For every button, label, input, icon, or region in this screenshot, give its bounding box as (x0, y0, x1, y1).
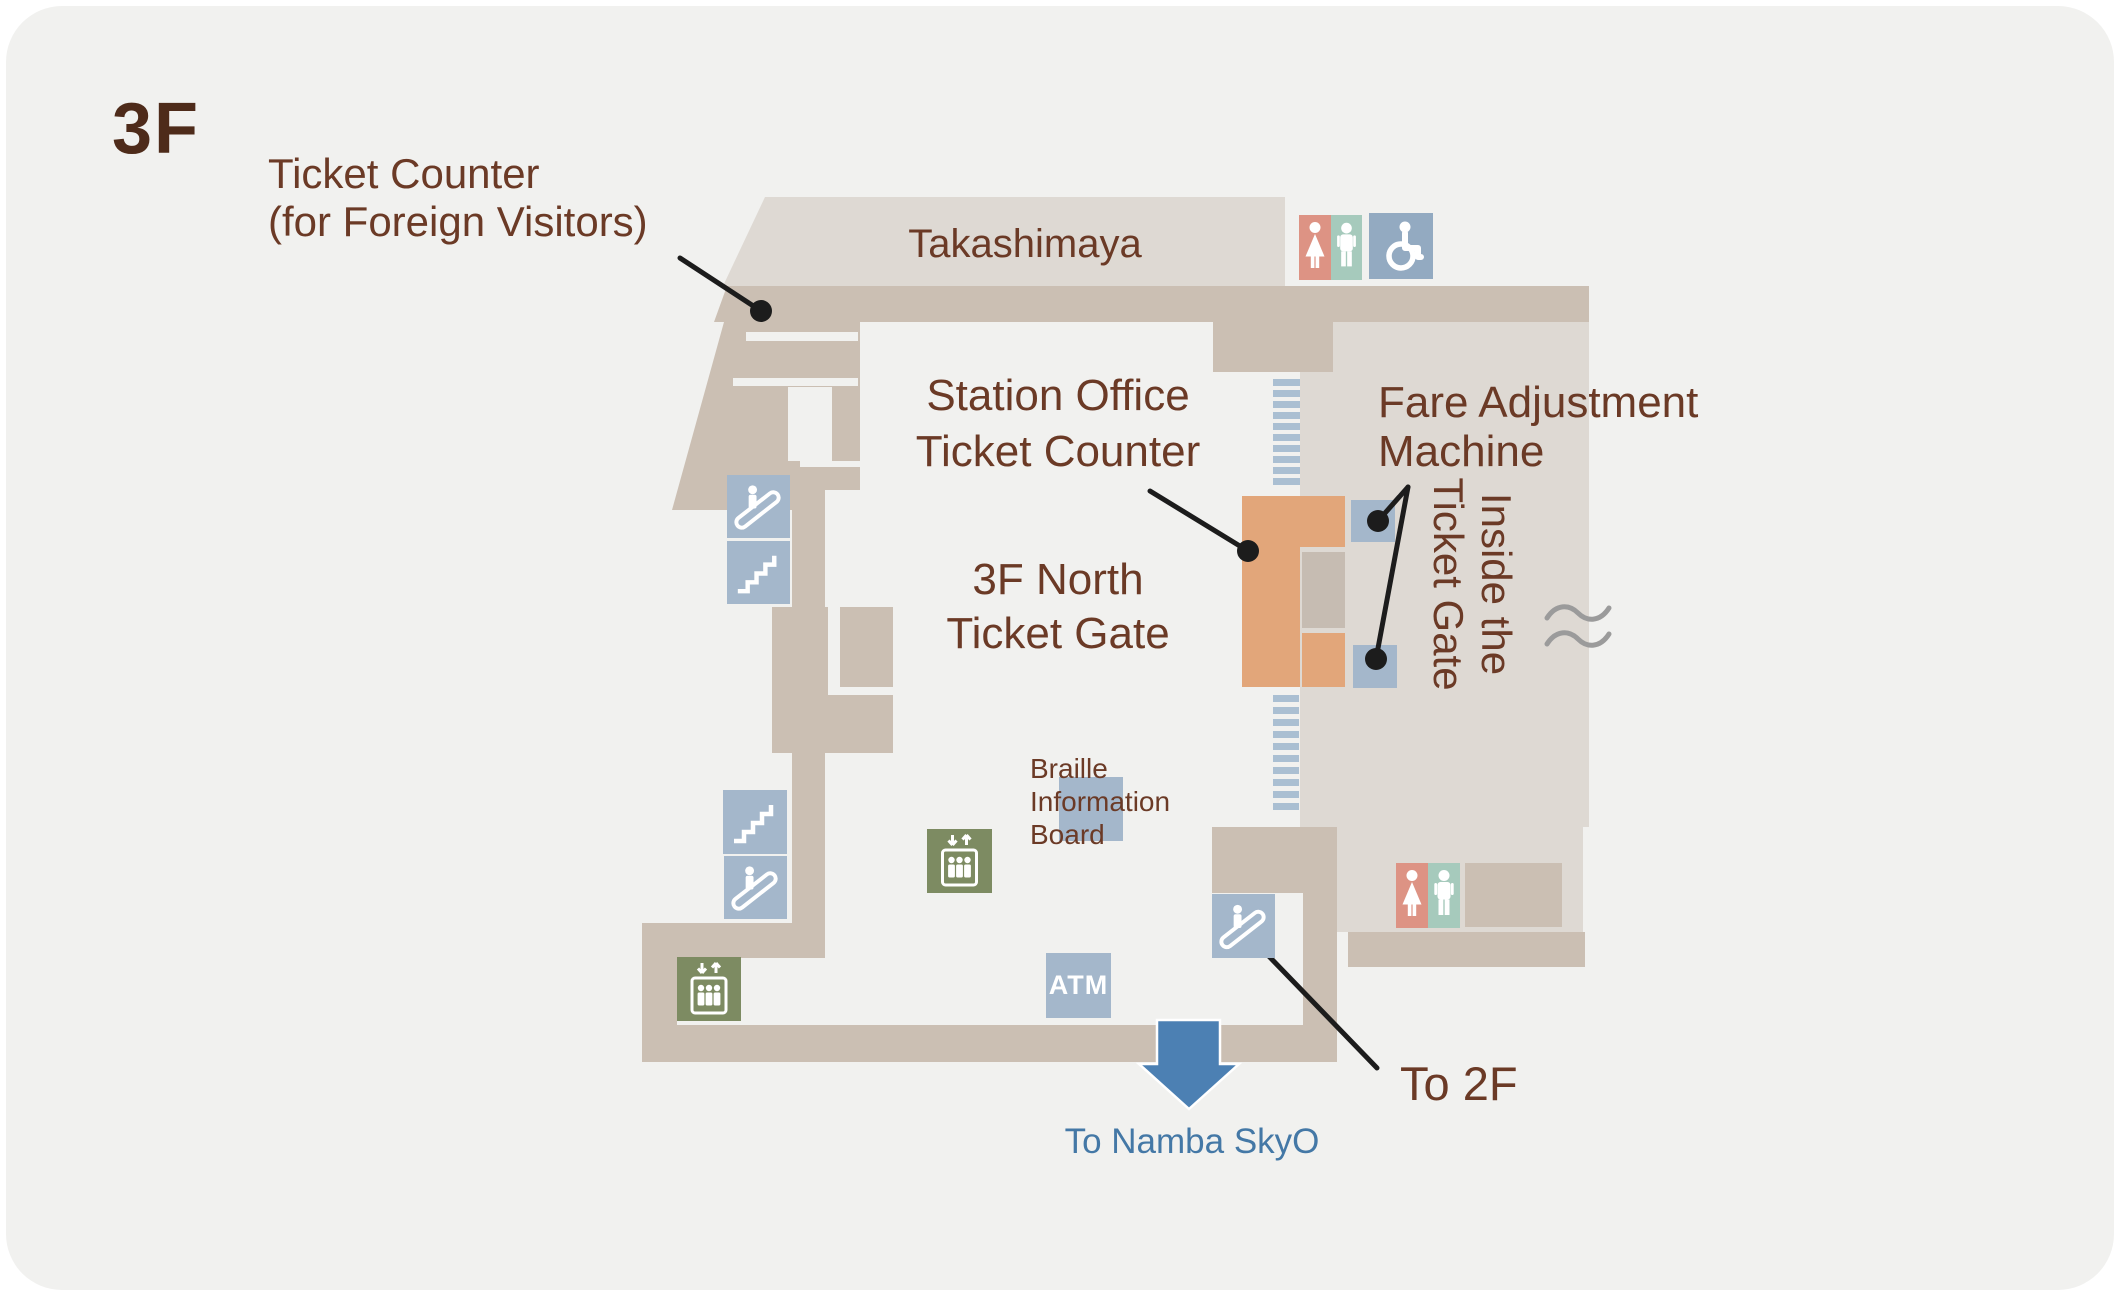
wall-slot-3 (800, 461, 860, 467)
wall-exit-block (1212, 827, 1337, 893)
fare-adjustment-line1: Fare Adjustment (1378, 378, 1699, 427)
wall-gate-tab (1213, 322, 1333, 372)
down-arrow-icon (1135, 1018, 1243, 1111)
wall-block-b (840, 607, 893, 687)
station-office-counter (1302, 552, 1345, 628)
wheelchair-icon (1369, 213, 1433, 279)
callout-to-2f (1256, 943, 1380, 1071)
man-icon (1331, 215, 1362, 280)
fare-adjustment-line2: Machine (1378, 427, 1545, 476)
to-2f-label: To 2F (1400, 1057, 1518, 1110)
takashimaya-area (723, 197, 1285, 286)
braille-line1: Braille (1030, 753, 1108, 784)
inside-gate-line2: Ticket Gate (1425, 477, 1472, 691)
callout-foreign-counter (677, 255, 764, 314)
stairs-icon (727, 541, 790, 604)
braille-board-square (1059, 777, 1123, 841)
braille-line3: Board (1030, 819, 1105, 850)
wall-block-a (772, 607, 828, 753)
wall-block-c (825, 695, 893, 753)
foreign-counter-line1: Ticket Counter (268, 150, 540, 197)
woman-icon (1396, 863, 1428, 928)
station-office-line2: Ticket Counter (915, 427, 1201, 476)
braille-board-label: Braille Information Board (1030, 752, 1170, 851)
woman-icon (1299, 215, 1331, 280)
map-break-squiggle (1544, 604, 1612, 648)
elevator-icon (677, 957, 741, 1021)
man-icon (1428, 863, 1460, 928)
to-namba-skyo-label: To Namba SkyO (1064, 1122, 1320, 1161)
north-gate-label: 3F North Ticket Gate (858, 553, 1258, 661)
callout-station-office (1147, 488, 1251, 554)
station-office-lower (1302, 633, 1345, 687)
station-office-line1: Station Office (926, 371, 1190, 420)
ticket-gate-lanes-lower (1273, 695, 1299, 810)
braille-line2: Information (1030, 786, 1171, 817)
foreign-counter-line2: (for Foreign Visitors) (268, 198, 648, 245)
floor-title: 3F (112, 89, 201, 169)
wall-top-band (714, 286, 1589, 322)
north-gate-line2: Ticket Gate (946, 609, 1170, 658)
takashimaya-label: Takashimaya (908, 222, 1142, 266)
foreign-counter-label: Ticket Counter (for Foreign Visitors) (268, 150, 648, 246)
elevator-icon (927, 829, 992, 893)
callout-fare-machine-2 (1373, 484, 1411, 662)
foreign-counter-slot (746, 332, 858, 341)
wall-exit-column (1303, 893, 1337, 1062)
atm-sign: ATM (1046, 953, 1111, 1018)
inside-gate-area (1300, 322, 1589, 827)
inside-gate-label: Inside the Ticket Gate (1424, 472, 1520, 696)
ticket-gate-lanes-upper (1273, 379, 1300, 485)
wall-restroom-band (1348, 932, 1585, 967)
wall-slot-2 (733, 378, 858, 386)
restroom-service-block (1465, 863, 1562, 927)
escalator-icon (724, 856, 787, 919)
wall-bottom-band (642, 1025, 1337, 1062)
station-office-label: Station Office Ticket Counter (858, 368, 1258, 480)
inside-gate-line1: Inside the (1473, 492, 1520, 676)
station-office-main (1242, 496, 1300, 687)
wall-room-cutout (788, 387, 832, 461)
fare-adjustment-label: Fare Adjustment Machine (1378, 378, 1698, 476)
atm-label: ATM (1048, 970, 1109, 1000)
station-office-top (1300, 496, 1345, 547)
escalator-icon (727, 475, 790, 538)
escalator-icon (1212, 894, 1275, 958)
stairs-icon (723, 790, 787, 854)
north-gate-line1: 3F North (972, 555, 1144, 604)
